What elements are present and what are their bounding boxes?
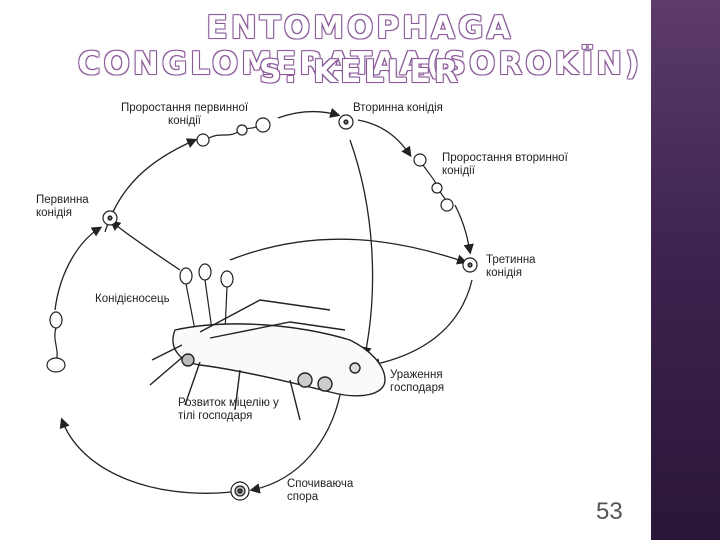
label-secondary-germination: Проростання вторинної конідії: [442, 152, 568, 177]
arrow-conidiophore-to-primary: [109, 220, 181, 271]
germinating-spore-icon: [49, 311, 63, 329]
arrow-germination-to-secondary: [277, 107, 341, 119]
arrow-host-to-resting: [249, 394, 341, 494]
slide-title: ENTOMOPHAGA CONGLOMERATAA(SOROKÏN): [77, 10, 643, 82]
arrow-left-to-primary: [54, 226, 103, 311]
label-secondary-conidium: Вторинна конідія: [353, 102, 443, 114]
sidebar-decoration: [651, 0, 720, 540]
label-conidiophore: Конідієносець: [95, 293, 170, 305]
label-primary-conidium: Первинна конідія: [36, 194, 89, 219]
arrow-tertiary-to-host: [369, 279, 473, 369]
label-tertiary-conidium: Третинна конідія: [486, 254, 536, 279]
page-number: 53: [596, 498, 623, 525]
arrow-primary-to-germination: [104, 138, 198, 233]
arrow-resting-to-left: [59, 417, 233, 494]
label-host-infection: Ураження господаря: [390, 369, 445, 394]
host-insect-icon: [149, 299, 386, 421]
label-primary-germination: Проростання первинної конідії: [120, 102, 249, 127]
arrow-to-tertiary: [454, 204, 474, 255]
label-mycelium-development: Розвиток міцелію у тілі господаря: [178, 397, 279, 422]
arrow-secondary-to-host: [349, 139, 374, 358]
arrow-conidia-to-tertiary: [229, 238, 468, 265]
label-resting-spore: Спочиваюча спора: [287, 478, 354, 503]
slide-subtitle: S. KELLER: [259, 54, 461, 90]
germinating-conidium-icon: [196, 133, 210, 147]
conidiophore-icon: [179, 267, 193, 285]
arrow-secondary-to-germination: [357, 119, 412, 158]
secondary-germination-icon: [413, 153, 427, 167]
